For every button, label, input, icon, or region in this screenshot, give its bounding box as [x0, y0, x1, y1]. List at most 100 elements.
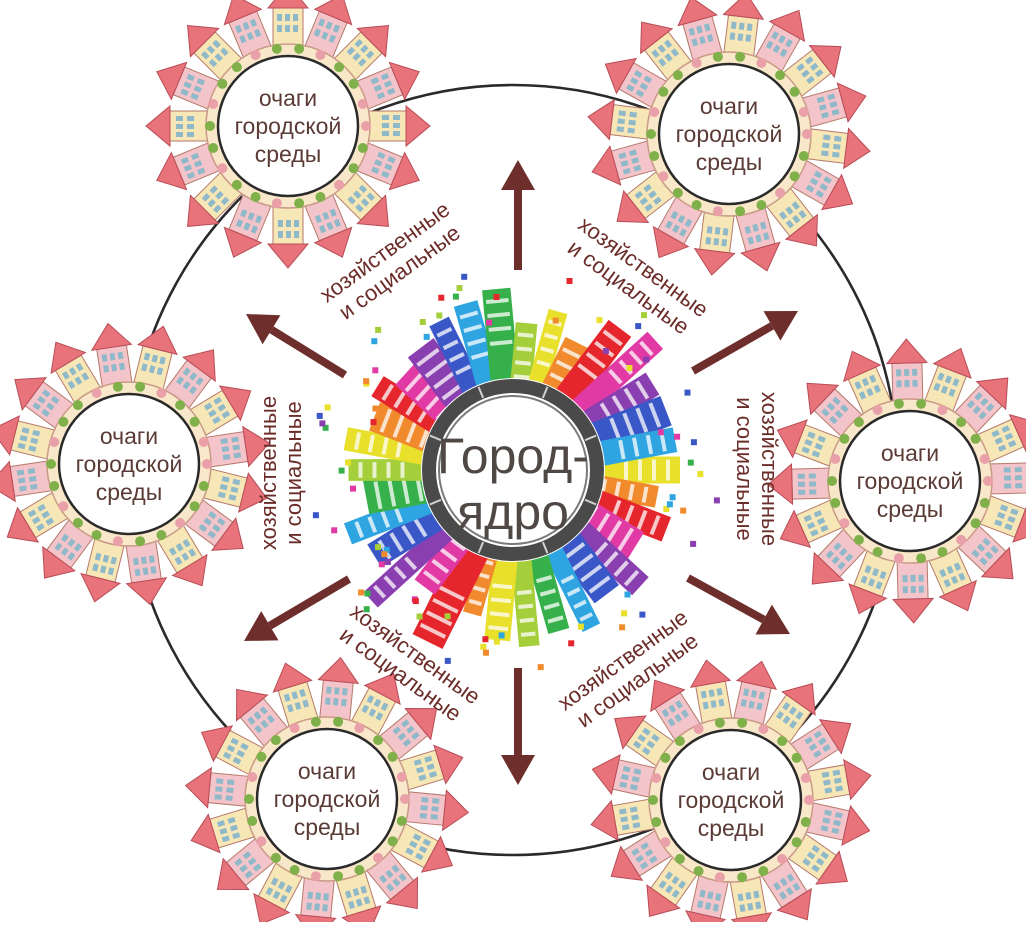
building-window-row	[639, 340, 654, 357]
house-window	[810, 529, 819, 537]
house-window	[940, 385, 949, 394]
house-window	[710, 700, 717, 708]
house-window	[822, 744, 831, 753]
confetti-square	[639, 611, 646, 618]
confetti-square	[498, 632, 505, 639]
house-window	[713, 237, 720, 246]
house-window	[265, 887, 274, 896]
house-window	[27, 509, 37, 518]
house-window	[879, 570, 887, 580]
arrow-shaft	[686, 574, 766, 624]
arrow-head-icon	[763, 311, 798, 341]
house-window	[195, 376, 204, 386]
house-window	[415, 852, 424, 861]
confetti-square	[438, 294, 445, 301]
building-window-row	[563, 542, 586, 561]
node-center	[838, 409, 982, 553]
house-window	[363, 896, 371, 905]
house-window	[617, 118, 626, 125]
house-window	[188, 548, 197, 557]
confetti-square	[370, 419, 377, 426]
tree-dot	[800, 773, 811, 783]
house-window	[313, 28, 322, 37]
skyline-building	[363, 509, 469, 608]
house-window	[37, 503, 46, 512]
arrows	[244, 160, 798, 785]
house-window	[283, 693, 291, 702]
house-window	[918, 574, 924, 582]
building-window-row	[635, 407, 649, 433]
house-window	[270, 877, 279, 886]
confetti-square	[552, 317, 559, 324]
house	[184, 766, 252, 809]
house-window	[334, 687, 340, 695]
house-window	[391, 864, 400, 874]
tree-dot	[310, 871, 321, 882]
tree-dot	[247, 772, 258, 782]
house-window	[788, 706, 797, 716]
house-window	[373, 698, 382, 708]
tree-dot	[802, 129, 812, 139]
tree-dot	[674, 736, 685, 747]
building-window-row	[442, 339, 459, 351]
house-window	[180, 156, 190, 165]
confetti-square	[486, 319, 493, 326]
house-window	[672, 224, 680, 233]
house	[693, 209, 736, 276]
house-window	[772, 44, 781, 54]
house-window	[991, 429, 1000, 438]
house-roof	[975, 377, 1009, 411]
house-window	[392, 878, 401, 887]
house-window	[225, 795, 233, 801]
building-window-row	[439, 547, 458, 563]
house-roof	[313, 0, 353, 26]
house-window	[176, 376, 185, 385]
house-window	[45, 517, 55, 526]
house-roof	[591, 754, 621, 796]
house-window	[215, 778, 224, 784]
house-roof	[776, 887, 812, 921]
house	[353, 141, 420, 191]
house-window	[704, 902, 712, 910]
building-window-row	[585, 351, 606, 369]
house-window	[824, 809, 832, 817]
house-window	[420, 805, 428, 811]
building-window-row	[489, 611, 510, 618]
house-window	[428, 771, 438, 778]
house-roof	[614, 715, 647, 750]
confetti-square	[383, 546, 390, 553]
house	[353, 61, 420, 111]
tree-dot	[660, 752, 671, 763]
tree-dot	[198, 437, 209, 447]
house-window	[622, 765, 631, 773]
tree-dot	[956, 417, 967, 428]
building-window-row	[367, 434, 375, 453]
house-roof	[640, 21, 674, 55]
house-window	[730, 21, 737, 30]
house-window	[393, 123, 400, 128]
house-window	[820, 111, 829, 119]
house-window	[215, 786, 223, 792]
house-window	[677, 880, 687, 890]
tree-dot	[979, 454, 990, 464]
house-window	[75, 362, 84, 372]
house-window	[366, 192, 375, 201]
house-window	[16, 469, 25, 476]
tree-dot	[648, 795, 658, 805]
house-window	[1014, 475, 1023, 481]
house-window	[817, 435, 826, 443]
house	[722, 0, 765, 59]
house-window	[393, 115, 400, 120]
house-window	[811, 450, 821, 458]
house-window	[117, 351, 124, 360]
house-window	[231, 436, 239, 443]
tree-dot	[777, 736, 788, 747]
building-window-row	[448, 352, 465, 363]
core-ring-tick	[584, 498, 597, 506]
house-window	[745, 34, 752, 42]
house-window	[664, 53, 673, 62]
house-roof	[210, 516, 244, 551]
house-window	[302, 699, 310, 708]
house-window	[825, 550, 835, 559]
